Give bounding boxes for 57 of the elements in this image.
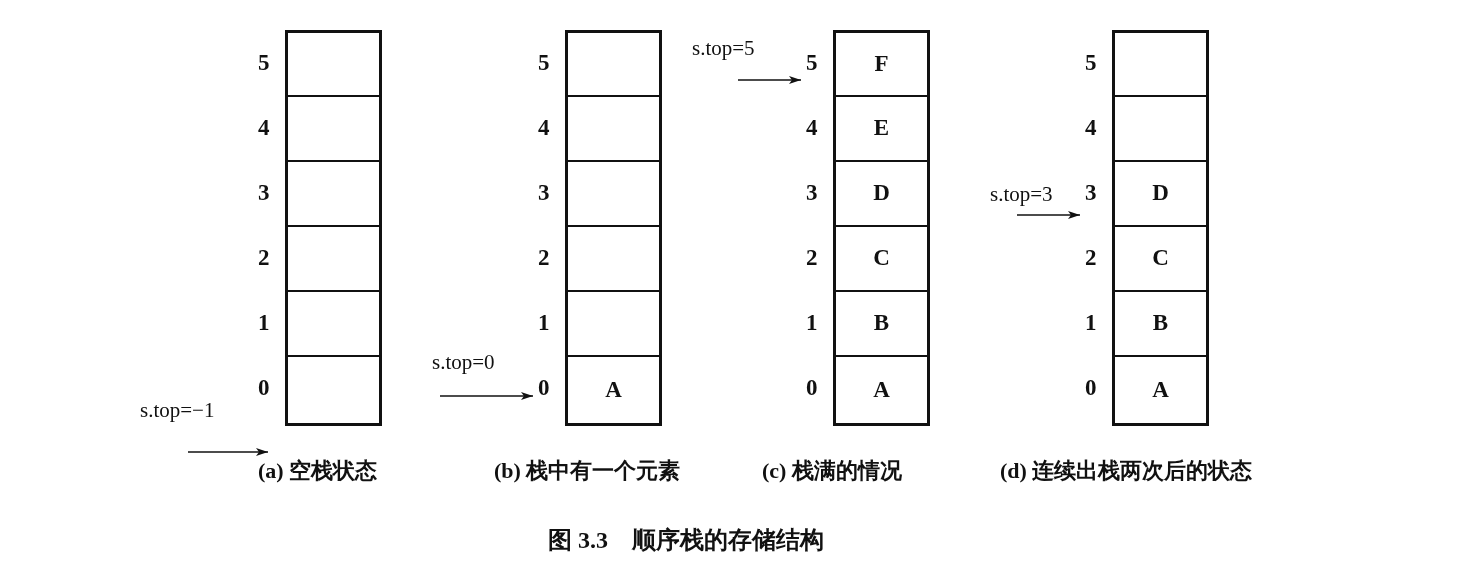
pointer-label: s.top=5 xyxy=(692,38,755,59)
index-number: 2 xyxy=(1085,245,1097,269)
subfigure-caption: (c) 栈满的情况 xyxy=(762,460,902,482)
stack-cell: B xyxy=(833,290,930,357)
stack-cell xyxy=(285,225,382,292)
index-number: 3 xyxy=(806,180,818,204)
stack-cell: D xyxy=(833,160,930,227)
index-number: 5 xyxy=(258,50,270,74)
stack-cell xyxy=(565,95,662,162)
pointer-arrow xyxy=(439,392,534,400)
index-number: 5 xyxy=(806,50,818,74)
index-number: 2 xyxy=(258,245,270,269)
index-number: 1 xyxy=(806,310,818,334)
pointer-label: s.top=3 xyxy=(990,184,1053,205)
stack-cell xyxy=(565,225,662,292)
index-number: 4 xyxy=(1085,115,1097,139)
pointer-arrow xyxy=(737,76,802,84)
index-number: 5 xyxy=(538,50,550,74)
stack-frame xyxy=(285,30,382,426)
index-number: 0 xyxy=(806,375,818,399)
stack-cell: C xyxy=(1112,225,1209,292)
pointer-label: s.top=0 xyxy=(432,352,495,373)
stack-frame xyxy=(1112,30,1209,426)
index-number: 5 xyxy=(1085,50,1097,74)
stack-cell xyxy=(565,290,662,357)
index-number: 4 xyxy=(538,115,550,139)
index-number: 1 xyxy=(1085,310,1097,334)
index-number: 3 xyxy=(258,180,270,204)
index-number: 2 xyxy=(806,245,818,269)
stack-frame xyxy=(833,30,930,426)
stack-cell xyxy=(285,290,382,357)
index-number: 1 xyxy=(258,310,270,334)
index-number: 4 xyxy=(806,115,818,139)
subfigure-caption: (a) 空栈状态 xyxy=(258,460,378,482)
subfigure-caption: (b) 栈中有一个元素 xyxy=(494,460,681,482)
index-number: 0 xyxy=(538,375,550,399)
index-number: 3 xyxy=(538,180,550,204)
stack-cell xyxy=(565,160,662,227)
index-number: 3 xyxy=(1085,180,1097,204)
stack-frame xyxy=(565,30,662,426)
stack-cell xyxy=(285,160,382,227)
pointer-arrow xyxy=(1016,211,1081,219)
index-number: 0 xyxy=(1085,375,1097,399)
stack-cell: E xyxy=(833,95,930,162)
stack-cell: B xyxy=(1112,290,1209,357)
index-number: 0 xyxy=(258,375,270,399)
index-number: 4 xyxy=(258,115,270,139)
index-number: 2 xyxy=(538,245,550,269)
stack-cell: D xyxy=(1112,160,1209,227)
pointer-arrow xyxy=(187,448,269,456)
figure-caption: 图 3.3 顺序栈的存储结构 xyxy=(548,528,824,552)
stack-cell xyxy=(285,95,382,162)
stack-cell: C xyxy=(833,225,930,292)
index-number: 1 xyxy=(538,310,550,334)
stack-cell xyxy=(1112,95,1209,162)
subfigure-caption: (d) 连续出栈两次后的状态 xyxy=(1000,460,1253,482)
pointer-label: s.top=−1 xyxy=(140,400,215,421)
